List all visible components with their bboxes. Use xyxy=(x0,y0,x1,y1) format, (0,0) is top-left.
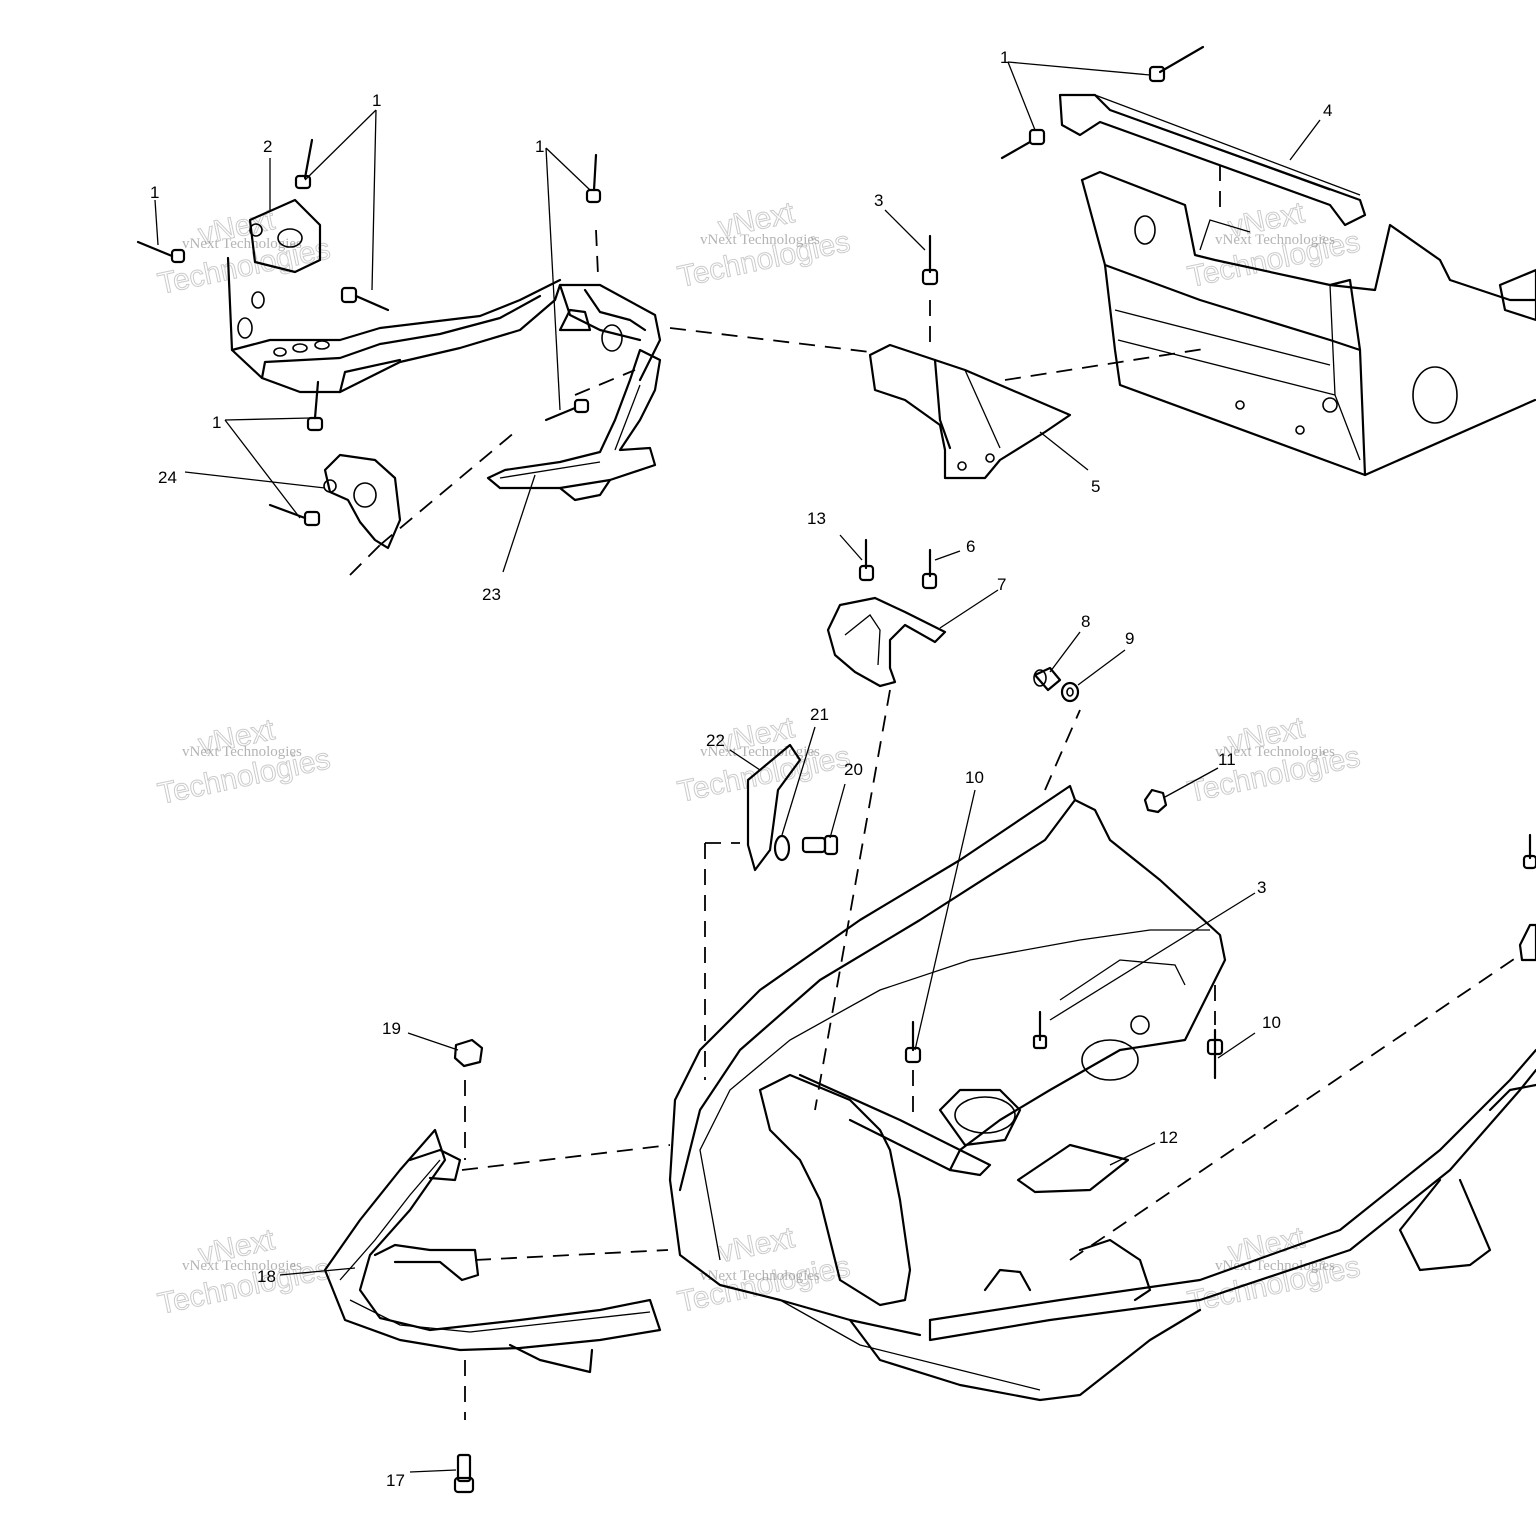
rivet xyxy=(1000,128,1046,160)
rivet xyxy=(1148,45,1205,83)
center-gusset-bracket xyxy=(868,343,1072,480)
bolt xyxy=(858,538,875,582)
hood-nose-pan xyxy=(668,784,1536,1402)
rivet xyxy=(544,398,590,422)
leader-lines xyxy=(154,61,1321,1473)
callout-13: 13 xyxy=(807,509,826,528)
callout-6: 6 xyxy=(966,537,975,556)
callout-1: 1 xyxy=(150,183,159,202)
callout-1: 1 xyxy=(212,413,221,432)
callout-5: 5 xyxy=(1091,477,1100,496)
cross-bar xyxy=(1058,93,1367,227)
watermark-text: vNext Technologies xyxy=(1215,744,1335,760)
nut xyxy=(1143,788,1168,814)
nut xyxy=(453,1038,484,1068)
watermark-text: vNext Technologies xyxy=(700,232,820,248)
callout-1: 1 xyxy=(1000,48,1009,67)
callout-4: 4 xyxy=(1323,101,1332,120)
callout-19: 19 xyxy=(382,1019,401,1038)
bolt xyxy=(904,1020,922,1064)
callout-18: 18 xyxy=(257,1267,276,1286)
rivet xyxy=(306,380,324,432)
rivet xyxy=(136,240,186,264)
front-leg-bracket xyxy=(486,348,662,502)
callout-12: 12 xyxy=(1159,1128,1178,1147)
watermark-text: vNext Technologies xyxy=(1215,1258,1335,1274)
callout-1: 1 xyxy=(372,91,381,110)
bolt xyxy=(921,234,939,286)
rivet xyxy=(294,138,314,190)
watermark-text: vNext Technologies xyxy=(700,1268,820,1284)
rivet xyxy=(268,503,321,527)
callout-21: 21 xyxy=(810,705,829,724)
callout-3: 3 xyxy=(1257,878,1266,897)
mounting-plate xyxy=(746,743,802,872)
callout-11: 11 xyxy=(1218,750,1236,769)
bolt xyxy=(921,548,938,590)
spacer xyxy=(1033,666,1062,692)
watermark-text: vNext Technologies xyxy=(182,744,302,760)
callout-10: 10 xyxy=(1262,1013,1281,1032)
callout-2: 2 xyxy=(263,137,272,156)
callout-22: 22 xyxy=(706,731,725,750)
rivet xyxy=(340,286,390,312)
callout-1: 1 xyxy=(535,137,544,156)
front-bumper xyxy=(323,1128,662,1374)
small-mount-bracket xyxy=(323,453,402,550)
watermark-text: vNext Technologies xyxy=(182,1258,302,1274)
bolt xyxy=(1206,1028,1224,1080)
callouts: 1 2 1 1 1 24 23 1 4 3 5 13 6 7 8 9 10 11… xyxy=(150,48,1332,1490)
bolt xyxy=(1522,833,1536,870)
bolt xyxy=(453,1453,475,1494)
front-support-bracket xyxy=(226,198,662,394)
washer xyxy=(773,834,791,862)
watermark-text: vNext Technologies xyxy=(700,744,820,760)
callout-17: 17 xyxy=(386,1471,405,1490)
curved-guard xyxy=(826,596,947,688)
callout-10: 10 xyxy=(965,768,984,787)
callout-24: 24 xyxy=(158,468,177,487)
front-bulkhead xyxy=(1080,170,1536,477)
bolt xyxy=(801,834,839,856)
callout-3: 3 xyxy=(874,191,883,210)
rivet xyxy=(585,153,602,204)
small-heat-shield xyxy=(1016,1143,1130,1194)
watermark-text: vNext Technologies xyxy=(1215,232,1335,248)
washer xyxy=(1060,681,1080,703)
callout-9: 9 xyxy=(1125,629,1134,648)
callout-8: 8 xyxy=(1081,612,1090,631)
bolt xyxy=(1032,1010,1048,1050)
assembly-lines xyxy=(349,165,1521,1420)
callout-23: 23 xyxy=(482,585,501,604)
watermark-text: vNext Technologies xyxy=(182,236,302,252)
callout-20: 20 xyxy=(844,760,863,779)
callout-7: 7 xyxy=(997,575,1006,594)
